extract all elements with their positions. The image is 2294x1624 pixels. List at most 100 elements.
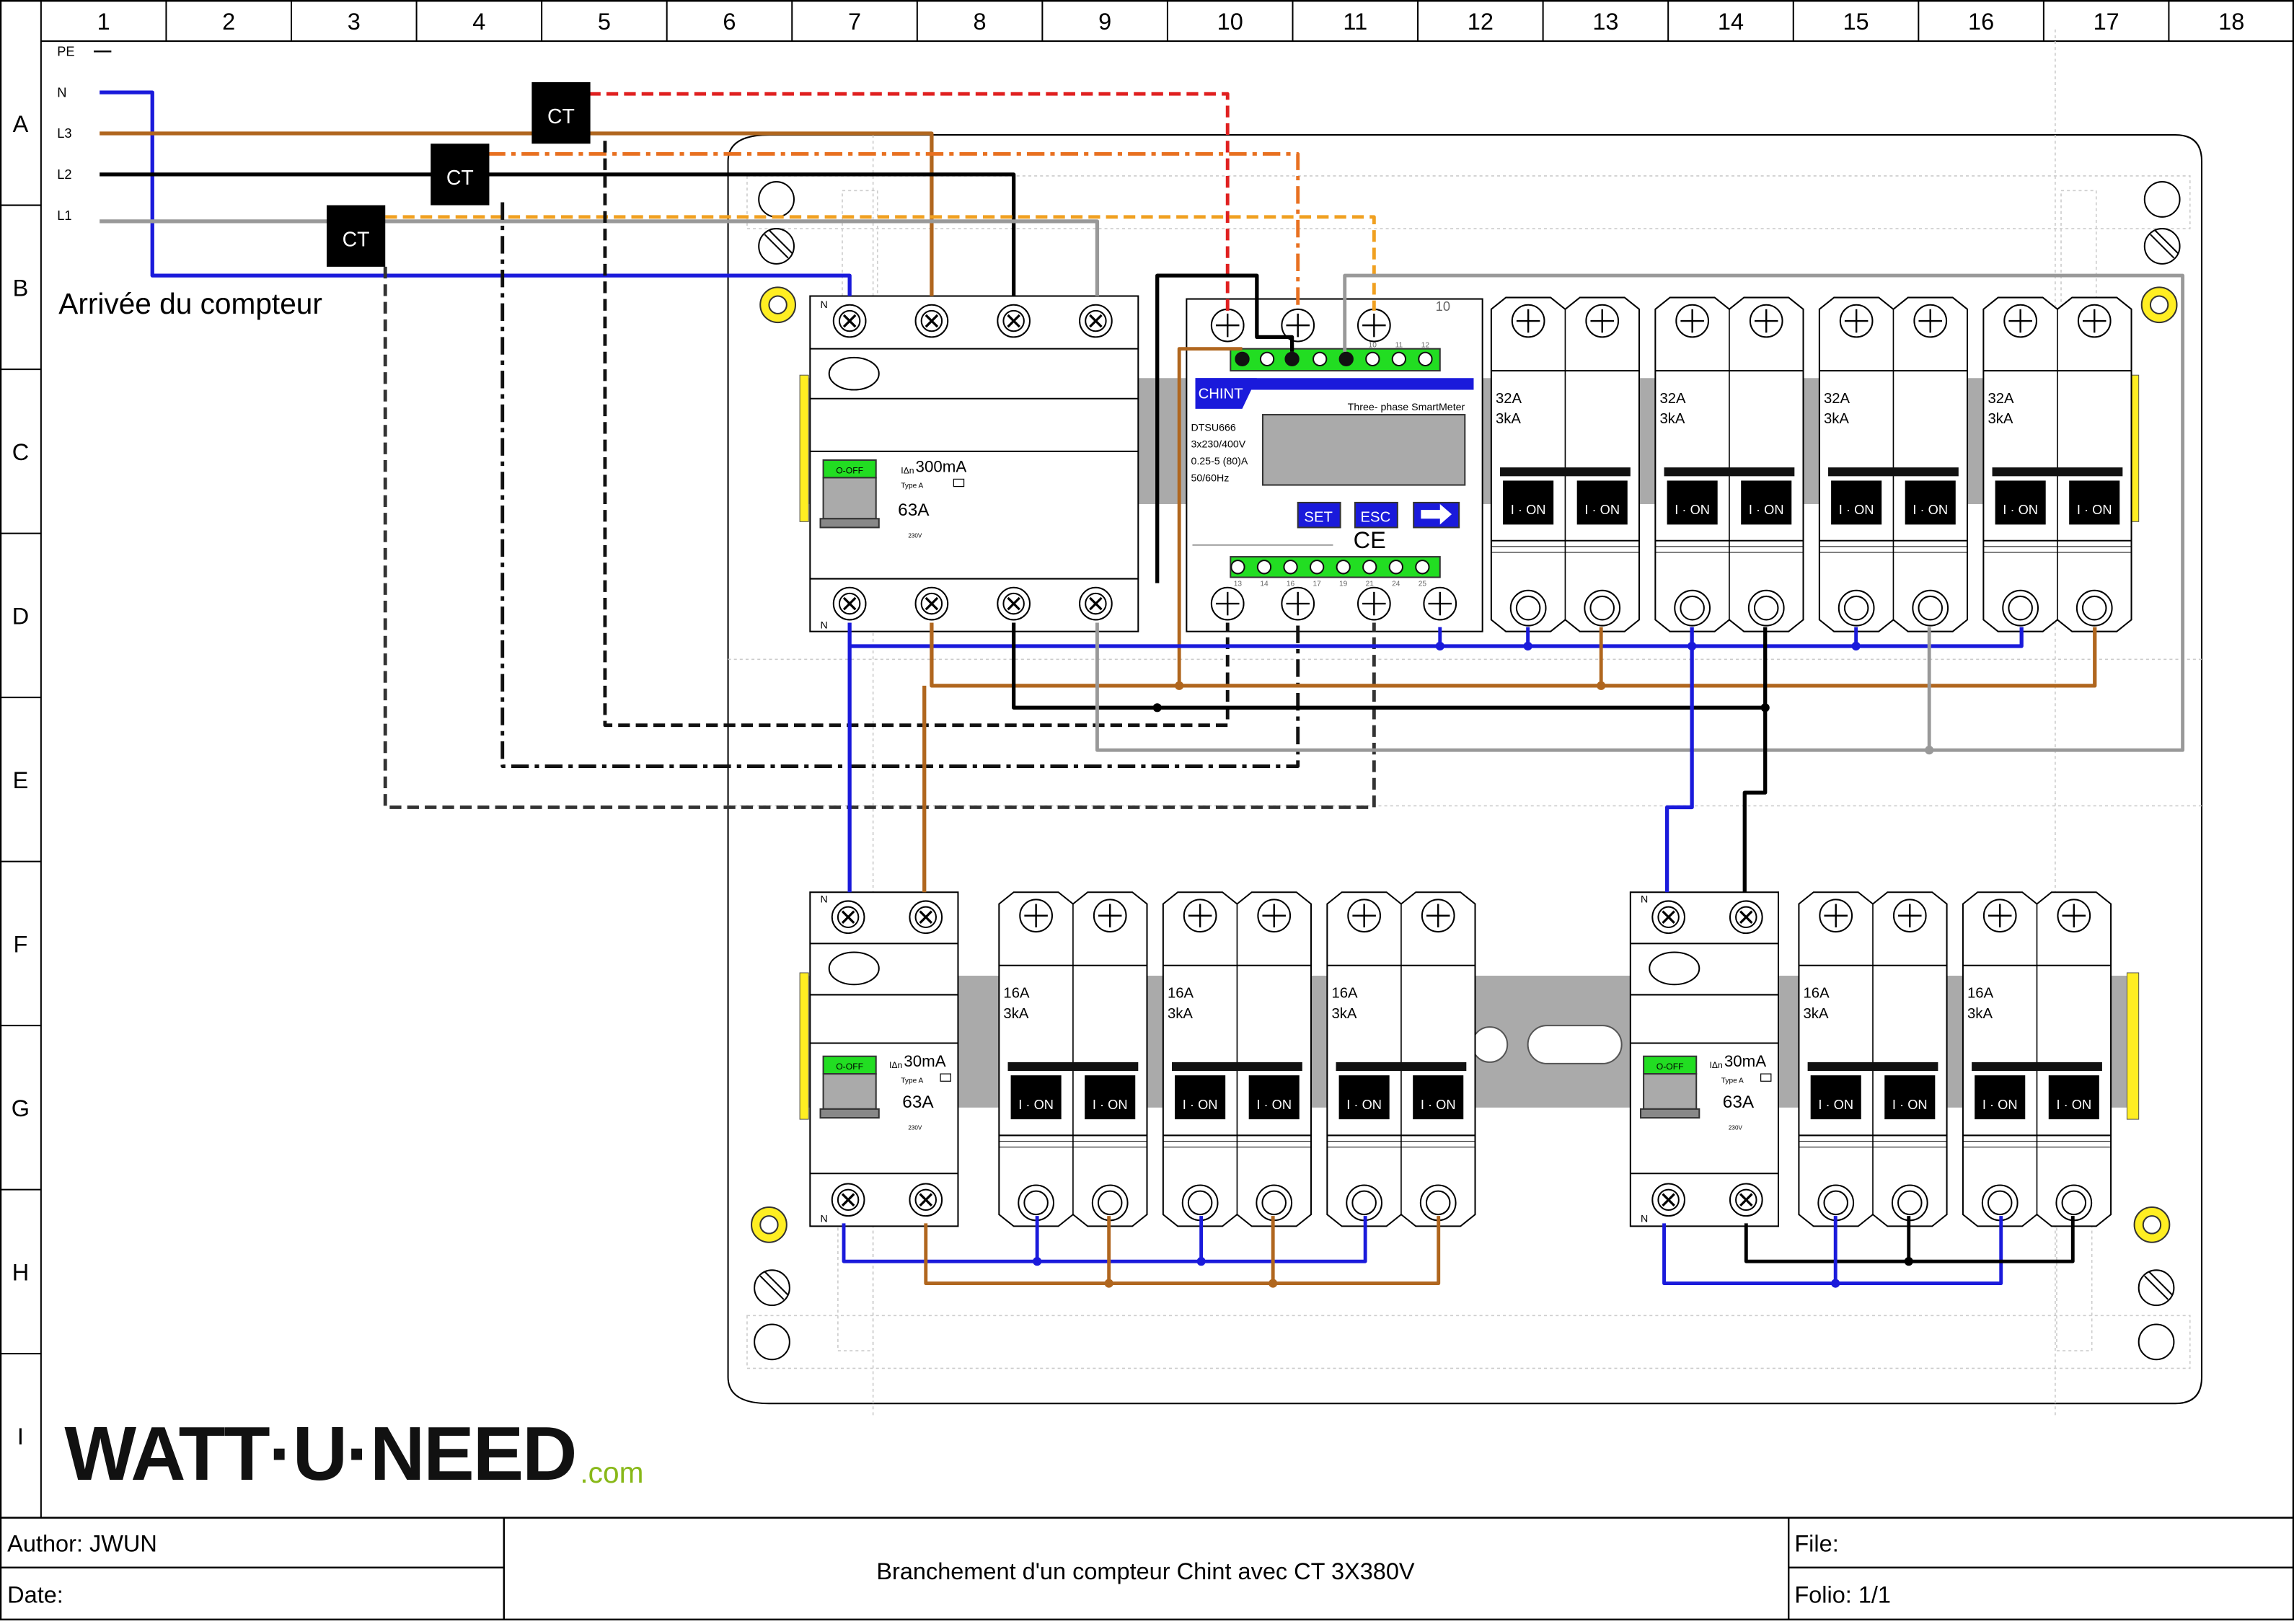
- breaker-toggle[interactable]: [1175, 1075, 1226, 1120]
- yellow-fasteners: [751, 286, 2178, 1243]
- breaker-toggle[interactable]: [1995, 480, 2046, 525]
- breaker-toggle[interactable]: [1248, 1075, 1300, 1120]
- meter-esc-button[interactable]: [1354, 501, 1398, 529]
- rcd-off-label: O-OFF: [836, 465, 863, 475]
- column-label: 8: [974, 9, 987, 35]
- breaker-rating: 32A: [1824, 391, 1850, 407]
- breaker-toggle[interactable]: [1413, 1075, 1464, 1120]
- breaker-breaking-capacity: 3kA: [1496, 411, 1521, 427]
- row-label: E: [13, 767, 29, 793]
- breaker-toggle[interactable]: [1338, 1075, 1390, 1120]
- breaker-toggle[interactable]: [2069, 480, 2120, 525]
- breaker-toggle[interactable]: [1576, 480, 1628, 525]
- rcd-test-lever[interactable]: [822, 1073, 877, 1110]
- l2-feed: [100, 172, 1016, 296]
- column-label: 2: [222, 9, 235, 35]
- column-label: 7: [848, 9, 861, 35]
- supply-line-label: L1: [57, 208, 71, 223]
- svg-text:N: N: [821, 1213, 828, 1224]
- svg-text:230V: 230V: [908, 1124, 922, 1131]
- meter-set-button[interactable]: [1297, 501, 1341, 529]
- meter-spec: 0.25-5 (80)A: [1191, 456, 1248, 467]
- svg-text:I · ON: I · ON: [1675, 502, 1710, 517]
- breaker-rating: 32A: [1496, 391, 1522, 407]
- row-label: C: [12, 439, 29, 465]
- breaker-toggle[interactable]: [1975, 1075, 2026, 1120]
- svg-text:N: N: [1641, 1213, 1648, 1224]
- svg-text:10: 10: [1369, 342, 1377, 350]
- svg-text:I · ON: I · ON: [1421, 1097, 1456, 1112]
- enclosure: [727, 134, 2203, 1405]
- breaker-toggle[interactable]: [1831, 480, 1882, 525]
- breaker-rating: 16A: [1003, 986, 1030, 1002]
- breaker-breaking-capacity: 3kA: [1824, 411, 1849, 427]
- current-transformer: CT: [531, 81, 591, 144]
- column-label: 4: [472, 9, 485, 35]
- footer-date: Date:: [7, 1581, 63, 1607]
- breaker-toggle[interactable]: [1010, 1075, 1062, 1120]
- breaker-rating: 32A: [1659, 391, 1686, 407]
- breaker-toggle[interactable]: [1905, 480, 1956, 525]
- supply-caption: Arrivée du compteur: [58, 287, 322, 320]
- ct-label: CT: [343, 228, 370, 251]
- breaker-toggle[interactable]: [1085, 1075, 1136, 1120]
- svg-text:I · ON: I · ON: [1892, 1097, 1928, 1112]
- supply-line-label: L3: [57, 125, 71, 141]
- svg-text:14: 14: [1260, 581, 1269, 588]
- svg-text:230V: 230V: [1729, 1124, 1743, 1131]
- l1-feed: [100, 219, 1100, 296]
- rcd-off-label: O-OFF: [836, 1062, 863, 1072]
- svg-text:I · ON: I · ON: [1982, 1097, 2018, 1112]
- logo-brand: WATT·U·NEED: [64, 1411, 575, 1496]
- rcd-test-lever[interactable]: [1643, 1073, 1698, 1110]
- meter-brand: CHINT: [1199, 387, 1243, 402]
- svg-text:I · ON: I · ON: [2056, 1097, 2091, 1112]
- rcd-sensitivity: 300mA: [916, 457, 967, 475]
- breaker-toggle[interactable]: [1741, 480, 1792, 525]
- row-label: I: [17, 1424, 24, 1449]
- ct2-signal: [488, 152, 1300, 311]
- svg-text:I · ON: I · ON: [1093, 1097, 1128, 1112]
- row-label: B: [13, 275, 29, 301]
- row-label: H: [12, 1260, 29, 1286]
- rcd-test-lever[interactable]: [822, 477, 877, 520]
- ct3-signal: [385, 215, 1376, 311]
- meter-top-label: 10: [1436, 299, 1450, 314]
- row-label: A: [13, 111, 29, 137]
- meter-spec: 3x230/400V: [1191, 439, 1245, 451]
- breaker-toggle[interactable]: [2048, 1075, 2099, 1120]
- ct-label: CT: [547, 105, 575, 128]
- svg-text:IΔn: IΔn: [1710, 1060, 1723, 1070]
- supply-line-label: PE: [57, 43, 74, 58]
- rcd-rated-current: 63A: [1723, 1093, 1755, 1112]
- svg-text:N: N: [821, 893, 828, 905]
- svg-text:16: 16: [1287, 581, 1295, 588]
- breaker-toggle[interactable]: [1503, 480, 1554, 525]
- rcd-sensitivity: 30mA: [1724, 1052, 1766, 1070]
- breaker-toggle[interactable]: [1810, 1075, 1861, 1120]
- rcd-n-label: N: [821, 299, 828, 311]
- rcd-rated-current: 63A: [902, 1093, 934, 1112]
- column-label: 5: [598, 9, 611, 35]
- wires-layer: [100, 90, 2185, 1288]
- ct2-return: [500, 202, 1300, 768]
- svg-text:230V: 230V: [908, 533, 922, 539]
- svg-text:I · ON: I · ON: [1183, 1097, 1218, 1112]
- footer-folio: Folio: 1/1: [1794, 1581, 1891, 1607]
- svg-text:13: 13: [1234, 581, 1243, 588]
- meter-display: [1261, 414, 1466, 486]
- breaker-toggle[interactable]: [1667, 480, 1718, 525]
- breaker-toggle[interactable]: [1884, 1075, 1936, 1120]
- column-label: 3: [348, 9, 361, 35]
- svg-text:I · ON: I · ON: [2003, 502, 2038, 517]
